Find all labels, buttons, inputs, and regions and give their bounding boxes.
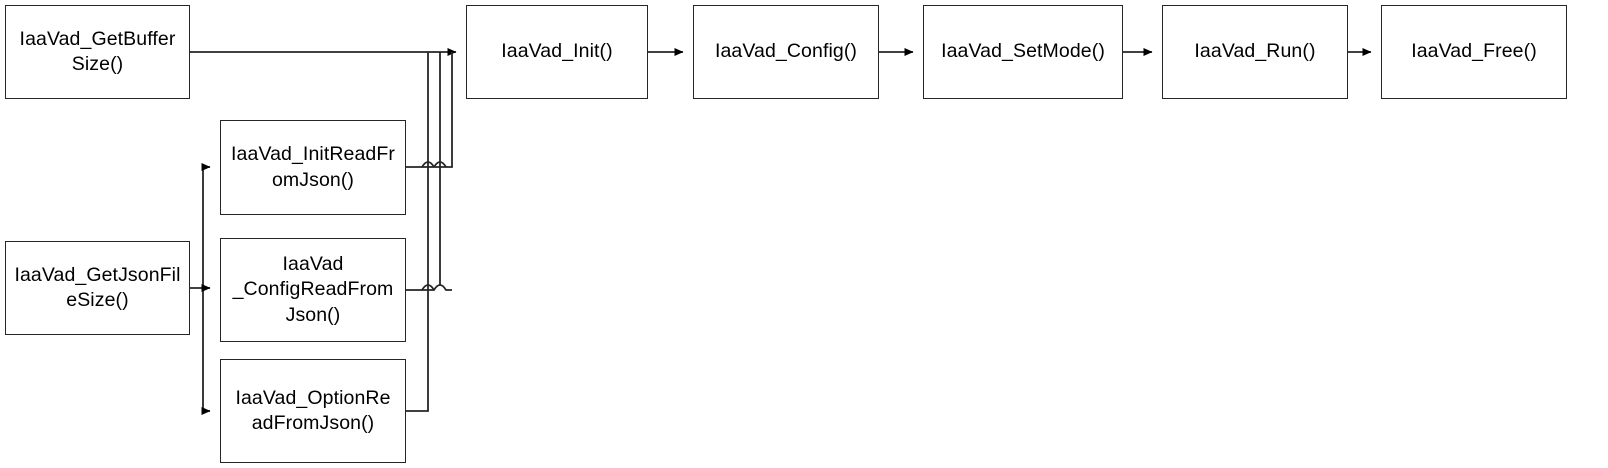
node-config-read-from-json[interactable]: IaaVad _ConfigReadFrom Json() — [220, 238, 406, 342]
node-label: IaaVad_SetMode() — [941, 40, 1105, 63]
hop-configread-over-428 — [421, 284, 435, 291]
hop-initread-over-440 — [433, 161, 447, 168]
edge-getjsonfilesize-bus — [190, 167, 204, 411]
edge-configread-to-init — [406, 284, 452, 291]
node-set-mode[interactable]: IaaVad_SetMode() — [923, 5, 1123, 99]
edge-initread-to-init — [406, 52, 453, 168]
node-init[interactable]: IaaVad_Init() — [466, 5, 648, 99]
node-get-json-file-size[interactable]: IaaVad_GetJsonFil eSize() — [5, 241, 190, 335]
node-run[interactable]: IaaVad_Run() — [1162, 5, 1348, 99]
node-init-read-from-json[interactable]: IaaVad_InitReadFr omJson() — [220, 120, 406, 215]
node-config[interactable]: IaaVad_Config() — [693, 5, 879, 99]
node-option-read-from-json[interactable]: IaaVad_OptionRe adFromJson() — [220, 359, 406, 463]
node-label: IaaVad_GetBuffer Size() — [19, 27, 176, 75]
hop-initread-over-428 — [421, 161, 435, 168]
node-label: IaaVad _ConfigReadFrom Json() — [232, 252, 394, 326]
node-label: IaaVad_GetJsonFil eSize() — [14, 263, 181, 311]
node-label: IaaVad_Run() — [1194, 40, 1316, 63]
node-label: IaaVad_Free() — [1411, 40, 1537, 63]
edge-optionread-to-init — [406, 52, 429, 412]
node-free[interactable]: IaaVad_Free() — [1381, 5, 1567, 99]
node-label: IaaVad_OptionRe adFromJson() — [235, 386, 391, 434]
node-label: IaaVad_Config() — [714, 40, 858, 63]
node-label: IaaVad_InitReadFr omJson() — [231, 143, 395, 191]
node-label: IaaVad_Init() — [501, 40, 613, 63]
node-get-buffer-size[interactable]: IaaVad_GetBuffer Size() — [5, 5, 190, 99]
